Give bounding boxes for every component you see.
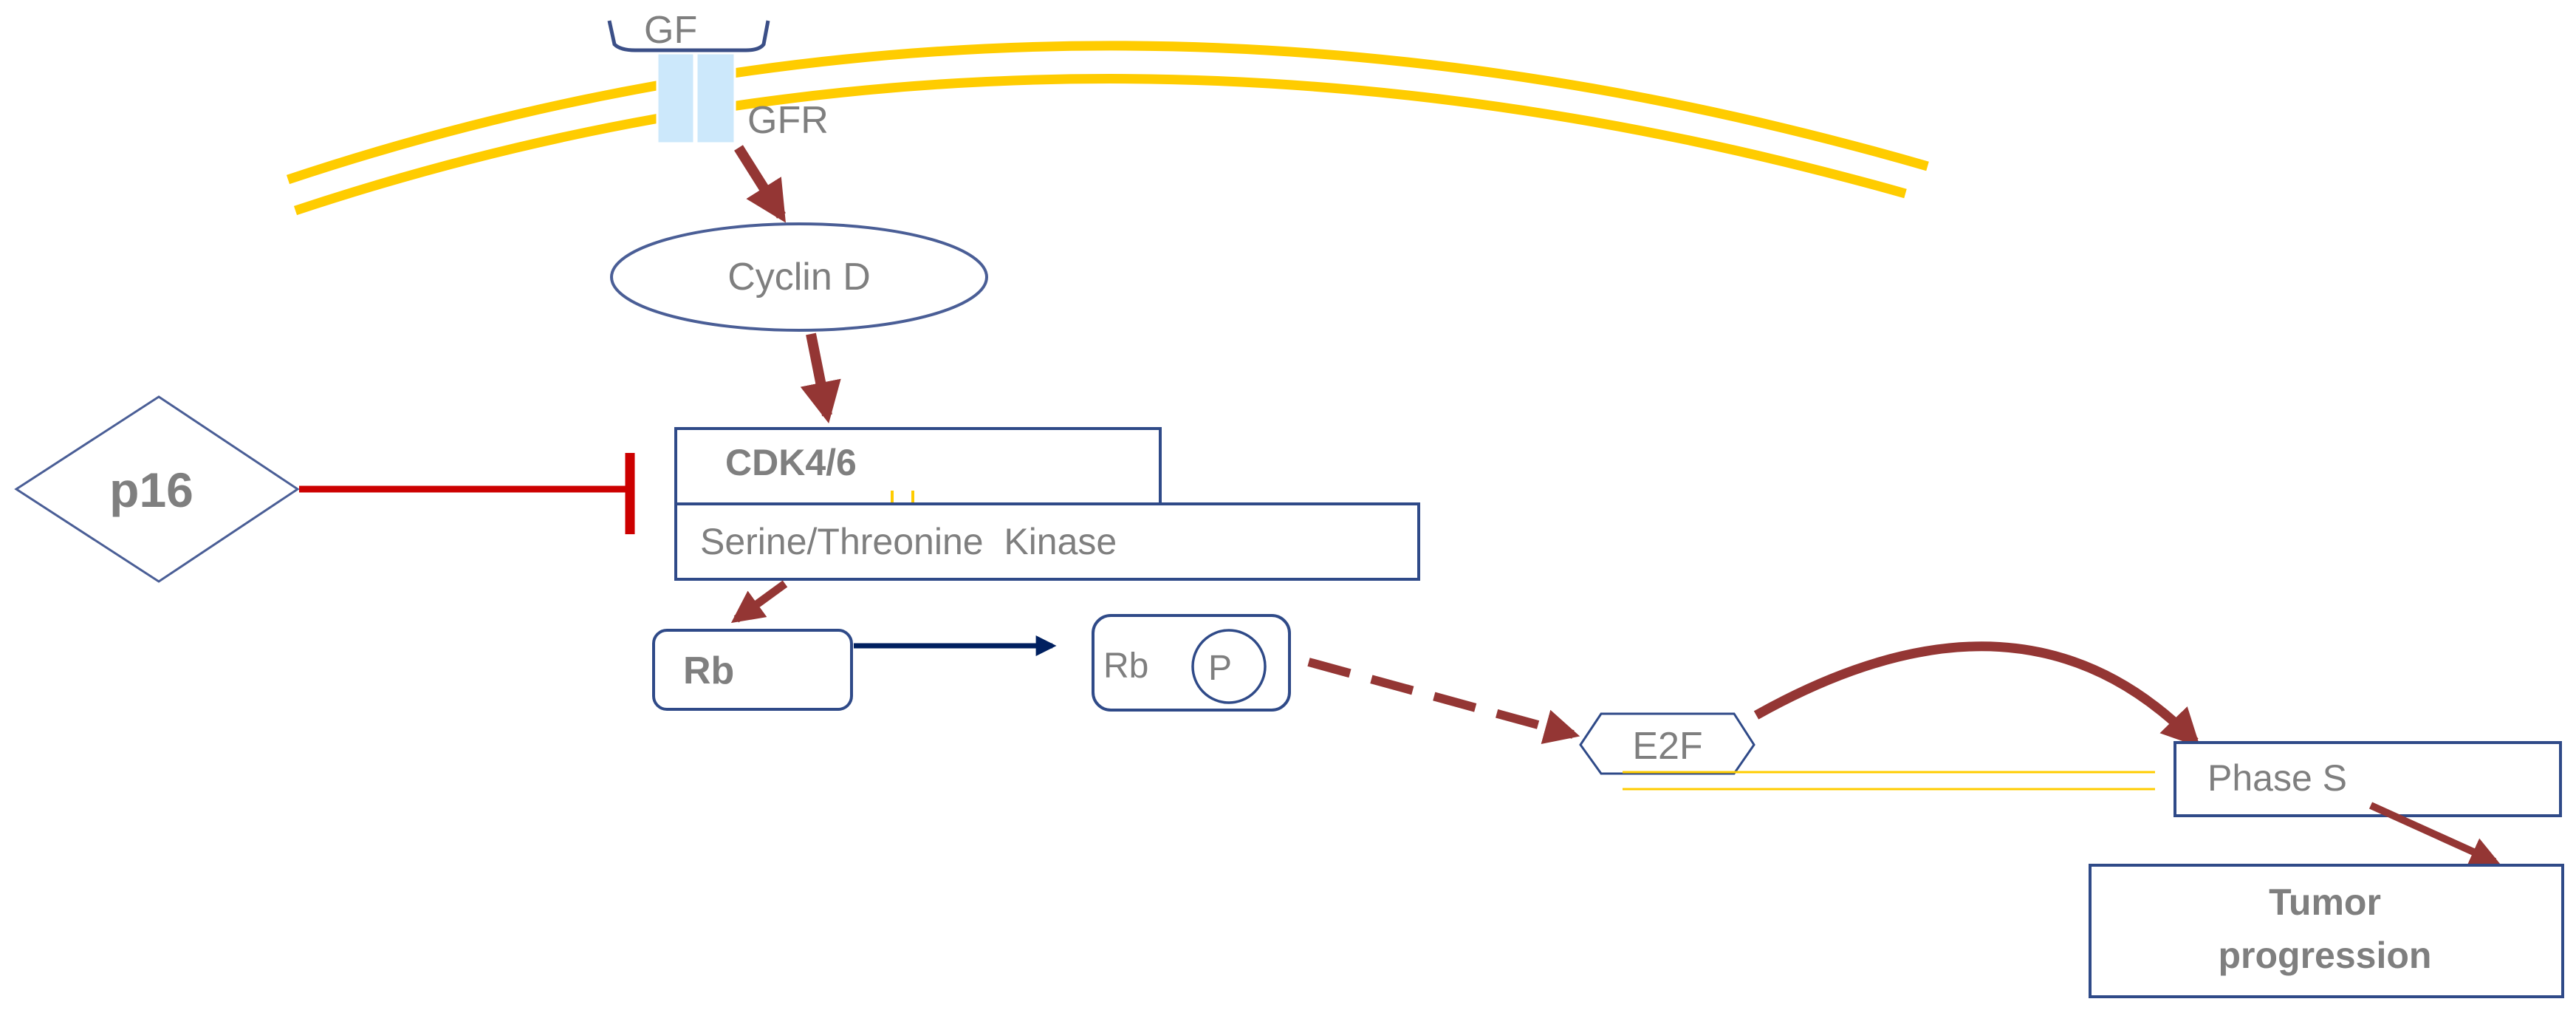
phase-s-box	[2174, 741, 2562, 817]
arrow-phase-s-to-tumor	[2368, 802, 2501, 866]
p16-label: p16	[109, 463, 193, 517]
rb-p-node[interactable]: Rb P	[1092, 614, 1291, 712]
tumor-label-line1: Tumor	[2269, 881, 2381, 923]
rb-box	[652, 629, 853, 711]
arrow-kinase-to-rb	[730, 580, 788, 624]
rb-label: Rb	[683, 649, 734, 692]
cdk-label: CDK4/6	[725, 442, 857, 483]
rb-p-box	[1092, 614, 1291, 712]
arrow-cyclin-d-to-cdk	[800, 332, 841, 423]
e2f-hexagon	[1579, 712, 1755, 775]
phosphate-label: P	[1208, 649, 1232, 688]
rb-node[interactable]: Rb	[652, 629, 853, 711]
e2f-label: E2F	[1632, 725, 1702, 768]
arrow-e2f-to-phase-s	[1753, 641, 2201, 748]
gf-ligand: GF	[607, 9, 770, 52]
kinase-box	[674, 502, 1420, 581]
gfr-label: GFR	[747, 99, 829, 142]
e2f-node[interactable]: E2F	[1579, 712, 1755, 775]
arrow-rb-p-to-e2f-dashed	[1307, 658, 1580, 745]
cyclin-d-label: Cyclin D	[727, 256, 871, 299]
gfr-left-subunit	[656, 52, 696, 145]
kinase-node[interactable]: Serine/Threonine Kinase	[674, 502, 1420, 581]
gfr-receptor[interactable]: GFR	[656, 52, 829, 145]
cyclin-d-node[interactable]: Cyclin D	[610, 222, 988, 332]
gf-label: GF	[644, 9, 697, 52]
tumor-progression-box	[2089, 864, 2564, 998]
tumor-label-line2: progression	[2219, 935, 2432, 976]
p16-diamond	[14, 395, 300, 583]
phase-s-node[interactable]: Phase S	[2174, 741, 2562, 817]
gfr-right-subunit	[695, 52, 736, 145]
cell-membrane	[286, 41, 1929, 216]
gf-bracket	[607, 20, 770, 52]
cdk-box	[674, 427, 1162, 505]
membrane-outer-line	[286, 41, 1929, 185]
cyclin-d-ellipse	[610, 222, 988, 332]
tumor-progression-node[interactable]: Tumor progression	[2089, 864, 2564, 998]
p16-node[interactable]: p16	[14, 395, 300, 583]
arrow-gfr-to-cyclin-d	[734, 145, 786, 223]
phosphate-circle	[1191, 629, 1267, 704]
cdk-node[interactable]: CDK4/6	[674, 427, 1162, 517]
phase-s-label: Phase S	[2207, 757, 2347, 799]
kinase-label: Serine/Threonine Kinase	[700, 521, 1117, 562]
rb-p-label: Rb	[1103, 647, 1148, 686]
inhibition-p16-to-cdk	[299, 453, 635, 534]
dna-strand	[1623, 771, 2155, 791]
membrane-inner-line	[293, 74, 1907, 216]
